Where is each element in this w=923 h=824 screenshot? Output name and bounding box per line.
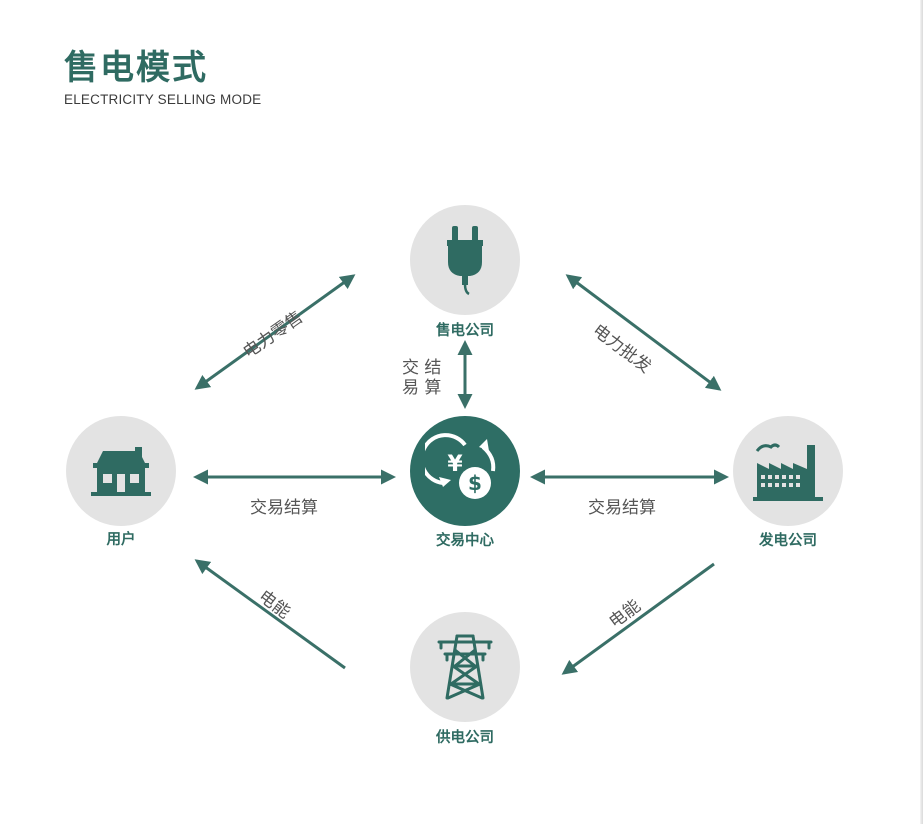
factory-icon — [753, 443, 823, 501]
svg-text:$: $ — [468, 471, 482, 495]
node-label-center: 交易中心 — [436, 533, 494, 549]
power-tower-icon — [437, 634, 493, 700]
plug-icon — [447, 226, 483, 296]
frame-edge — [920, 0, 923, 824]
title-block: 售电模式 ELECTRICITY SELLING MODE — [64, 48, 261, 107]
svg-text:¥: ¥ — [447, 452, 463, 477]
arrow-energy-right — [561, 562, 715, 675]
node-label-user: 用户 — [106, 532, 136, 548]
edge-label-settle-right: 交易结算 — [588, 498, 656, 518]
node-supplier — [410, 612, 520, 722]
settle-vertical-line-2: 易 算 — [402, 378, 442, 398]
arrow-retail — [194, 274, 356, 390]
node-center: ¥ $ — [410, 416, 520, 526]
page-title: 售电模式 — [64, 48, 208, 88]
settle-vertical-line-1: 交 结 — [402, 358, 442, 378]
node-generator — [733, 416, 843, 526]
node-label-generator: 发电公司 — [759, 533, 817, 549]
node-label-seller: 售电公司 — [436, 323, 494, 339]
house-icon — [91, 447, 151, 496]
edge-label-settle-vertical: 交 结 易 算 — [402, 358, 466, 398]
node-label-supplier: 供电公司 — [436, 730, 494, 746]
arrow-wholesale — [565, 274, 722, 391]
node-seller — [410, 205, 520, 315]
page-subtitle: ELECTRICITY SELLING MODE — [64, 92, 262, 107]
edge-label-settle-left: 交易结算 — [250, 498, 318, 518]
arrow-energy-left — [194, 559, 346, 670]
node-user — [66, 416, 176, 526]
currency-exchange-icon: ¥ $ — [425, 433, 496, 499]
